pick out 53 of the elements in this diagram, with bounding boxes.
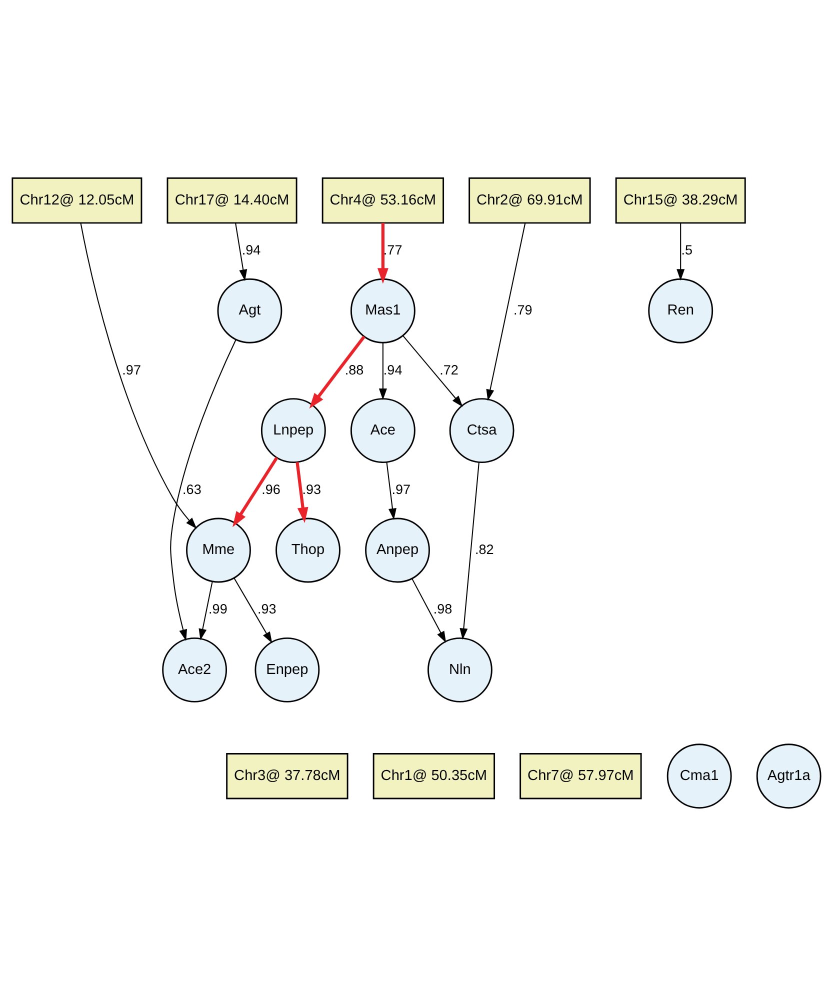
arrow: [486, 222, 526, 400]
arrow: [386, 462, 396, 520]
edge-label: .88: [344, 362, 364, 377]
node-circle: Cma1: [666, 743, 732, 808]
edge-label: .93: [302, 481, 322, 496]
edge-label: .79: [514, 302, 532, 317]
node-box: Chr4@ 53.16cM: [322, 176, 444, 224]
node-circle: Anpep: [365, 517, 430, 582]
edge-label: .93: [257, 601, 276, 616]
arrow: [412, 578, 446, 642]
node-circle: Mas1: [350, 278, 416, 343]
node-box: Chr15@ 38.29cM: [615, 176, 746, 224]
node-circle: Lnpep: [260, 398, 326, 463]
edge-label: .72: [440, 362, 458, 377]
edge-label: .99: [208, 601, 228, 616]
arrow: [460, 462, 480, 640]
node-circle: Ace: [350, 398, 416, 463]
edge-label: .5: [681, 242, 692, 258]
node-circle: Agt: [217, 278, 282, 343]
arrow: [232, 456, 278, 527]
arrow: [309, 335, 366, 408]
arrow: [402, 334, 463, 406]
node-circle: Thop: [276, 517, 340, 582]
node-circle: Ren: [648, 278, 714, 343]
arrow: [80, 222, 197, 528]
edge-label: .63: [182, 481, 202, 496]
arrow: [198, 580, 213, 640]
edge-label: .97: [122, 362, 141, 377]
node-circle: Ctsa: [449, 398, 514, 463]
node-box: Chr2@ 69.91cM: [468, 176, 591, 224]
arrow: [170, 339, 236, 640]
edge-label: .82: [475, 541, 494, 556]
arrow: [676, 222, 685, 280]
edge-label: .97: [392, 481, 411, 496]
edge-label: .94: [242, 242, 261, 258]
node-circle: Nln: [427, 636, 492, 702]
arrow: [235, 222, 248, 281]
edge-label: .98: [433, 601, 452, 616]
edge-label: .77: [383, 242, 402, 258]
arrow: [296, 461, 308, 523]
node-box: Chr7@ 57.97cM: [520, 752, 642, 799]
node-circle: Enpep: [254, 636, 320, 702]
node-circle: Ace2: [162, 636, 228, 702]
arrow: [234, 577, 272, 643]
node-box: Chr12@ 12.05cM: [12, 176, 142, 224]
node-box: Chr3@ 37.78cM: [226, 752, 348, 799]
node-circle: Agtr1a: [756, 743, 822, 808]
node-box: Chr17@ 14.40cM: [166, 176, 298, 224]
edge-label: .96: [262, 481, 280, 496]
edge-label: .94: [383, 362, 402, 377]
arrow: [377, 222, 388, 284]
node-box: Chr1@ 50.35cM: [372, 752, 496, 799]
arrow: [378, 342, 387, 400]
